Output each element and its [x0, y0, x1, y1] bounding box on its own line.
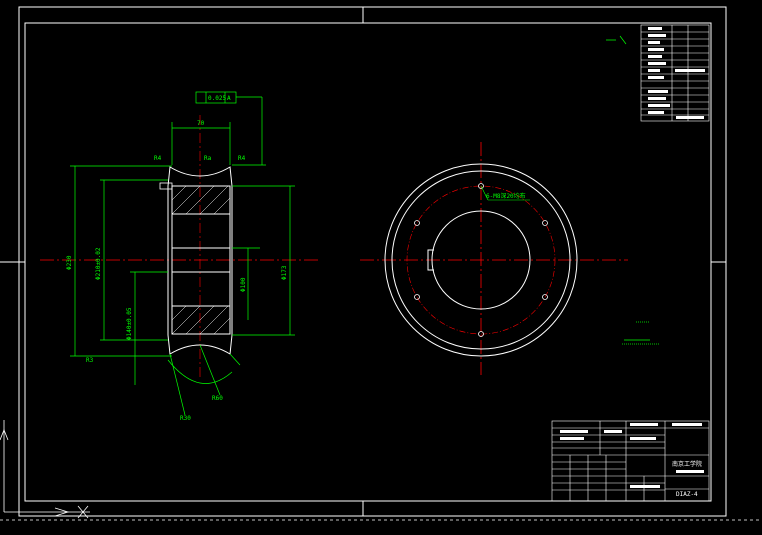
outer-rim-circle — [384, 163, 578, 357]
parameter-table — [640, 24, 710, 122]
tolerance-datum: A — [227, 95, 231, 102]
dim-width-70: 70 — [197, 120, 205, 127]
sheet-frame — [0, 6, 727, 517]
bolt-detail — [159, 182, 196, 190]
dim-right-diameter: Φ173 — [281, 265, 288, 280]
hole-leader — [480, 185, 530, 201]
parameter-table-fills — [648, 27, 705, 119]
section-hatch — [171, 185, 231, 335]
section-view: 70 R4 R4 Φ230 Φ210±0.02 Φ173 Φ100 Φ140±0… — [40, 91, 320, 422]
dim-r3: R3 — [86, 357, 94, 364]
dim-r4-left: R4 — [154, 155, 162, 162]
bolt-circle — [406, 185, 556, 335]
misc-annotations — [606, 35, 660, 345]
inner-rim-circle — [391, 170, 571, 350]
dim-r4-right: R4 — [238, 155, 246, 162]
title-block-part-no: DIAZ-4 — [676, 491, 698, 498]
dim-hub-diameter: Φ100 — [240, 277, 247, 292]
bore-circle — [431, 210, 531, 310]
dim-mid-diameter: Φ210±0.02 — [95, 247, 102, 280]
dim-arc-r30: R30 — [180, 415, 191, 422]
bolt-holes — [414, 183, 548, 337]
tolerance-value: 0.025 — [208, 95, 226, 102]
keyway — [427, 249, 434, 271]
dim-arc-r60: R60 — [212, 395, 223, 402]
section-dimensions — [70, 91, 295, 416]
dim-outer-diameter: Φ230 — [66, 255, 73, 270]
surface-roughness-note: Ra — [204, 155, 212, 162]
ucs-icon — [0, 420, 762, 521]
hole-note: 6-M8深20均布 — [486, 192, 526, 200]
dim-bore-diameter: Φ140±0.05 — [126, 307, 133, 340]
front-view: 6-M8深20均布 — [360, 142, 628, 375]
title-block-fills — [560, 423, 704, 488]
title-block — [551, 420, 710, 502]
title-block-school: 南京工学院 — [672, 460, 702, 468]
